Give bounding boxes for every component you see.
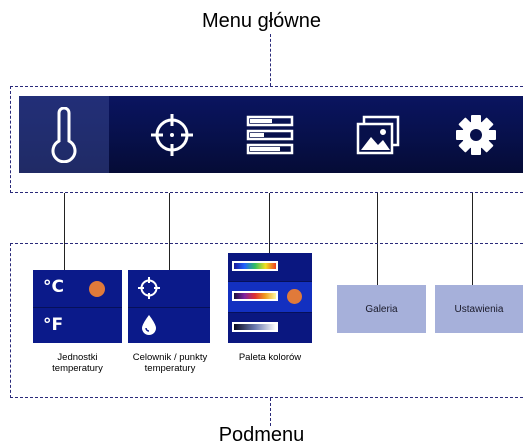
connector-settings [472, 193, 473, 285]
main-menu-bar [19, 96, 523, 173]
palette-grayscale-swatch[interactable] [232, 322, 278, 332]
divider [228, 312, 312, 313]
divider [128, 307, 210, 308]
main-menu-frame [10, 86, 523, 193]
submenu-frame [10, 243, 523, 398]
submenu-color-palette[interactable] [228, 253, 312, 343]
crosshair-icon [138, 277, 160, 299]
gear-icon [456, 114, 496, 155]
selected-dot-icon [287, 289, 302, 304]
divider [228, 281, 312, 282]
thermometer-icon [51, 106, 77, 163]
connector-palette [269, 193, 270, 253]
caption-temperature-units: Jednostki temperatury [33, 352, 122, 374]
gallery-label: Galeria [365, 303, 398, 315]
submenu-title: Podmenu [218, 424, 305, 446]
caption-crosshair-points: Celownik / punkty temperatury [116, 352, 224, 374]
palette-bars-icon [246, 115, 294, 154]
selected-dot-icon [89, 281, 105, 297]
connector-temperature [64, 193, 65, 270]
main-menu-pointer [270, 34, 271, 86]
caption-crosshair-points-text: Celownik / punkty temperatury [132, 352, 208, 374]
divider [33, 307, 122, 308]
droplet-icon [142, 315, 156, 335]
caption-color-palette-text: Paleta kolorów [238, 352, 302, 363]
menu-item-settings[interactable] [431, 96, 521, 173]
submenu-temperature-units[interactable]: °C °F [33, 270, 122, 343]
caption-color-palette: Paleta kolorów [224, 352, 316, 363]
submenu-gallery[interactable]: Galeria [337, 285, 426, 333]
submenu-settings[interactable]: Ustawienia [435, 285, 523, 333]
palette-ironbow-swatch [232, 291, 278, 301]
gallery-icon [356, 115, 400, 154]
unit-celsius[interactable]: °C [43, 277, 64, 297]
connector-gallery [377, 193, 378, 285]
crosshair-icon [151, 113, 193, 156]
menu-item-palette[interactable] [225, 96, 315, 173]
menu-item-gallery[interactable] [333, 96, 423, 173]
caption-temperature-units-text: Jednostki temperatury [52, 352, 103, 374]
main-menu-title: Menu główne [202, 10, 321, 32]
palette-selected-row[interactable] [228, 282, 312, 312]
submenu-crosshair-points[interactable] [128, 270, 210, 343]
connector-crosshair [169, 193, 170, 270]
palette-rainbow-swatch[interactable] [232, 261, 278, 271]
menu-item-crosshair[interactable] [127, 96, 217, 173]
submenu-pointer [270, 398, 271, 426]
unit-fahrenheit[interactable]: °F [43, 315, 64, 335]
settings-label: Ustawienia [454, 303, 504, 315]
menu-item-temperature[interactable] [19, 96, 109, 173]
